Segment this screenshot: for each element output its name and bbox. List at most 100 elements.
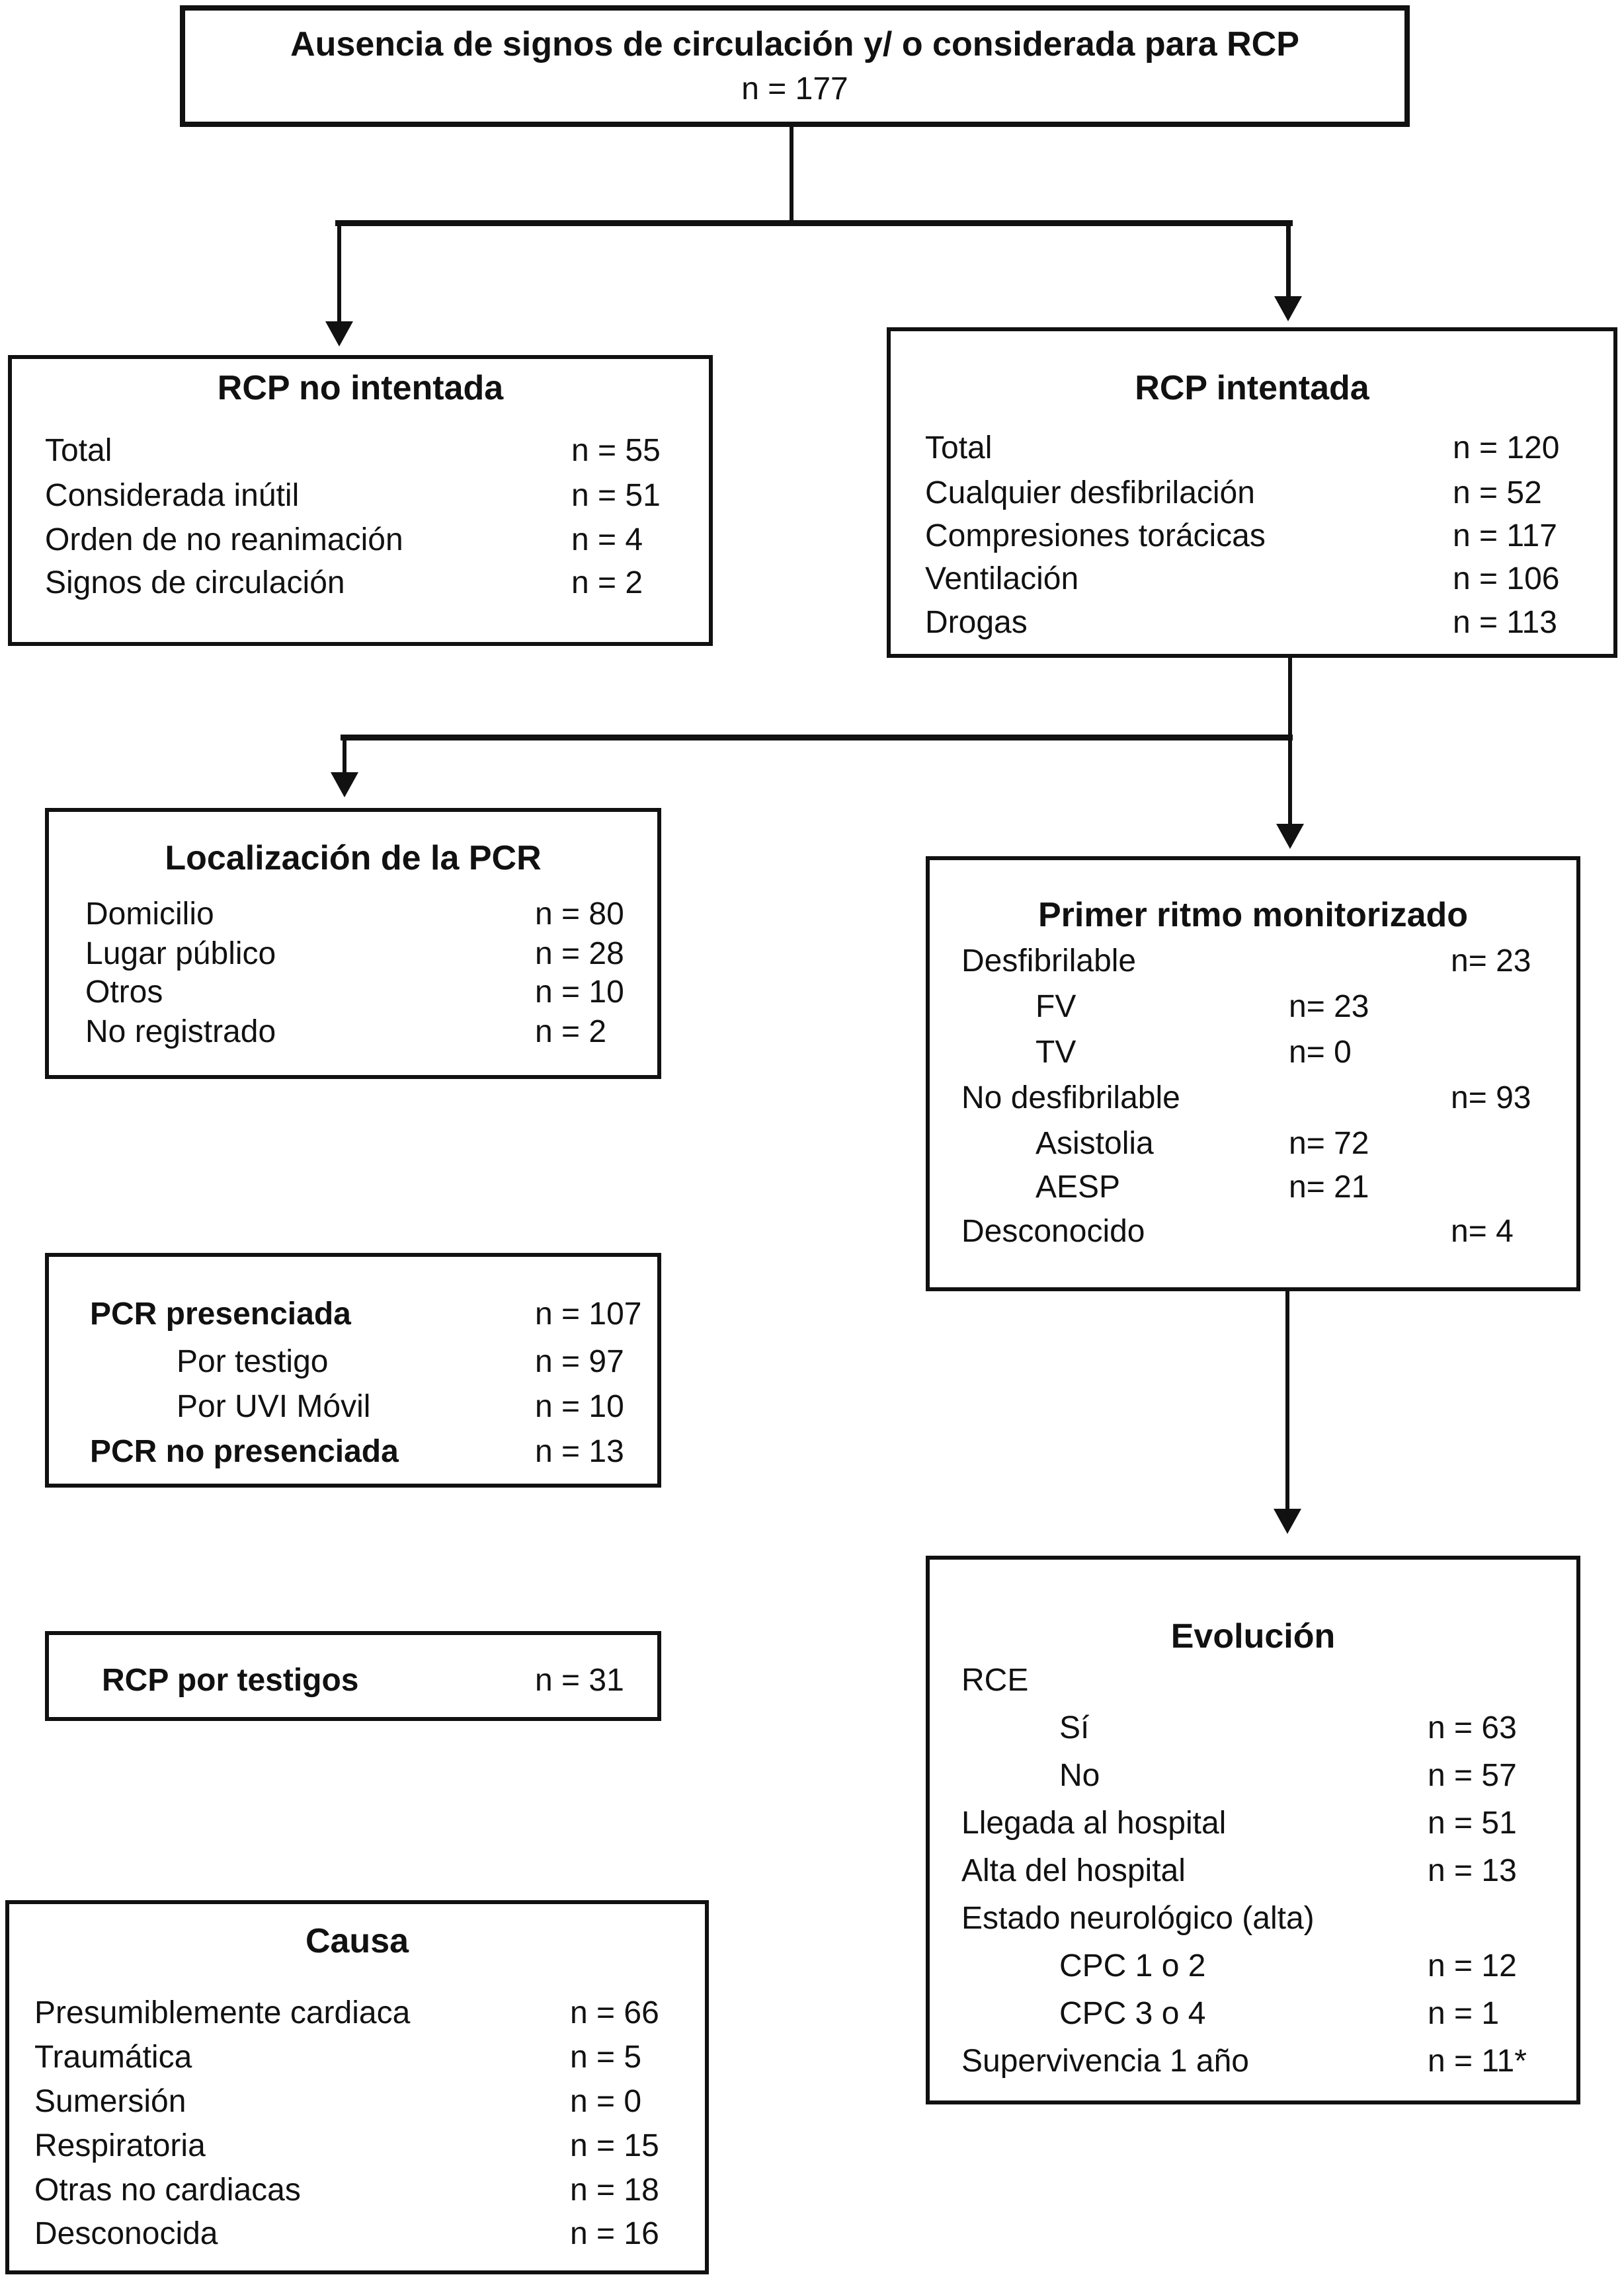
- stat-value: n = 63: [1428, 1710, 1517, 1745]
- stat-label: Total: [925, 430, 993, 465]
- stat-row: Ventilación n = 106: [891, 560, 1613, 598]
- stat-label: Traumática: [34, 2040, 192, 2075]
- stat-label: Alta del hospital: [961, 1853, 1186, 1888]
- stat-row: RCE: [930, 1661, 1576, 1700]
- stat-label: Respiratoria: [34, 2128, 206, 2163]
- stat-value: n = 16: [570, 2216, 659, 2251]
- connector-drop-localizacion: [343, 735, 346, 774]
- stat-label: Presumiblemente cardiaca: [34, 1995, 411, 2030]
- connector-top-stem: [790, 127, 793, 222]
- stat-value: n = 97: [535, 1344, 624, 1379]
- stat-value: n = 107: [535, 1297, 642, 1332]
- box-title: Primer ritmo monitorizado: [1037, 896, 1469, 934]
- stat-row: Domicilio n = 80: [49, 895, 657, 934]
- stat-label: Otros: [85, 975, 163, 1010]
- connector-mid-horizontal: [341, 735, 1293, 740]
- stat-value: n= 72: [1289, 1126, 1369, 1161]
- stat-value: n = 80: [535, 897, 624, 932]
- connector-drop-ritmo: [1288, 739, 1292, 825]
- stat-value: n = 28: [535, 936, 624, 971]
- stat-row: Cualquier desfibrilación n = 52: [891, 474, 1613, 512]
- stat-value: n = 106: [1453, 561, 1560, 596]
- box-title: Evolución: [1170, 1617, 1336, 1656]
- arrow-down-icon: [325, 321, 353, 346]
- stat-value: n = 10: [535, 1389, 624, 1424]
- stat-value: n= 4: [1451, 1214, 1514, 1249]
- stat-label: Llegada al hospital: [961, 1806, 1227, 1841]
- box-rcp-no-intentada: RCP no intentada Total n = 55 Considerad…: [8, 355, 713, 646]
- stat-row: Orden de no reanimación n = 4: [12, 521, 709, 559]
- stat-value: n= 0: [1289, 1035, 1352, 1070]
- stat-label: Orden de no reanimación: [45, 522, 403, 557]
- arrow-down-icon: [1274, 1509, 1301, 1534]
- stat-label: CPC 3 o 4: [1059, 1996, 1206, 2031]
- stat-value: n = 66: [570, 1995, 659, 2030]
- stat-label: No: [1059, 1758, 1100, 1793]
- stat-label: Lugar público: [85, 936, 276, 971]
- stat-row: Desfibrilable n= 23: [930, 942, 1576, 980]
- stat-label: RCE: [961, 1663, 1029, 1698]
- stat-value: n = 117: [1453, 518, 1557, 553]
- stat-label: No registrado: [85, 1014, 276, 1049]
- stat-row: CPC 3 o 4 n = 1: [930, 1995, 1576, 2033]
- stat-label: No desfibrilable: [961, 1080, 1180, 1115]
- arrow-down-icon: [331, 772, 358, 797]
- stat-value: n = 0: [570, 2084, 642, 2119]
- stat-row: No desfibrilable n= 93: [930, 1079, 1576, 1117]
- box-title: Localización de la PCR: [165, 839, 542, 877]
- stat-value: n = 113: [1453, 605, 1557, 640]
- stat-row: Lugar público n = 28: [49, 935, 657, 973]
- stat-row: Total n = 55: [12, 432, 709, 470]
- box-evolucion: Evolución RCE Sí n = 63 No n = 57 Llegad…: [926, 1556, 1580, 2104]
- stat-row: Presumiblemente cardiaca n = 66: [9, 1994, 705, 2032]
- stat-value: n = 15: [570, 2128, 659, 2163]
- stat-label: PCR presenciada: [90, 1297, 351, 1332]
- stat-label: Por testigo: [177, 1344, 329, 1379]
- box-title: RCP intentada: [1135, 369, 1369, 407]
- stat-row: Asistolia n= 72: [930, 1125, 1576, 1163]
- stat-value: n = 10: [535, 975, 624, 1010]
- stat-row: Sumersión n = 0: [9, 2083, 705, 2121]
- stat-row: Drogas n = 113: [891, 604, 1613, 642]
- stat-row: Otros n = 10: [49, 973, 657, 1012]
- stat-label: Asistolia: [1035, 1126, 1154, 1161]
- stat-label: Otras no cardiacas: [34, 2173, 301, 2208]
- stat-label: Por UVI Móvil: [177, 1389, 371, 1424]
- box-pcr-presenciada: PCR presenciada n = 107 Por testigo n = …: [45, 1253, 661, 1488]
- stat-label: Signos de circulación: [45, 565, 345, 600]
- stat-row: Total n = 120: [891, 429, 1613, 467]
- stat-label: Desconocido: [961, 1214, 1145, 1249]
- arrow-down-icon: [1276, 824, 1304, 849]
- stat-value: n= 93: [1451, 1080, 1531, 1115]
- stat-label: Ventilación: [925, 561, 1079, 596]
- stat-row: Otras no cardiacas n = 18: [9, 2171, 705, 2210]
- box-localizacion: Localización de la PCR Domicilio n = 80 …: [45, 808, 661, 1079]
- stat-label: Sumersión: [34, 2084, 186, 2119]
- stat-row: FV n= 23: [930, 988, 1576, 1026]
- stat-value: n = 13: [535, 1434, 624, 1469]
- root-n: n = 177: [741, 71, 848, 106]
- connector-drop-right: [1286, 220, 1291, 298]
- stat-row: No registrado n = 2: [49, 1013, 657, 1051]
- stat-row: Llegada al hospital n = 51: [930, 1804, 1576, 1843]
- stat-row: Alta del hospital n = 13: [930, 1852, 1576, 1890]
- stat-row: PCR presenciada n = 107: [49, 1295, 657, 1334]
- stat-row: TV n= 0: [930, 1033, 1576, 1072]
- box-causa: Causa Presumiblemente cardiaca n = 66 Tr…: [5, 1900, 709, 2274]
- stat-label: Domicilio: [85, 897, 214, 932]
- stat-value: n= 23: [1289, 989, 1369, 1024]
- arrow-down-icon: [1274, 296, 1302, 321]
- stat-label: Considerada inútil: [45, 478, 300, 513]
- stat-row: No n = 57: [930, 1757, 1576, 1795]
- stat-label: Sí: [1059, 1710, 1090, 1745]
- stat-label: Drogas: [925, 605, 1028, 640]
- box-title: Causa: [305, 1922, 409, 1960]
- stat-row: AESP n= 21: [930, 1168, 1576, 1207]
- box-rcp-intentada: RCP intentada Total n = 120 Cualquier de…: [887, 327, 1617, 658]
- stat-row: Supervivencia 1 año n = 11*: [930, 2042, 1576, 2081]
- stat-value: n = 4: [571, 522, 643, 557]
- stat-row: Compresiones torácicas n = 117: [891, 517, 1613, 555]
- stat-label: FV: [1035, 989, 1076, 1024]
- box-rcp-por-testigos: RCP por testigos n = 31: [45, 1631, 661, 1721]
